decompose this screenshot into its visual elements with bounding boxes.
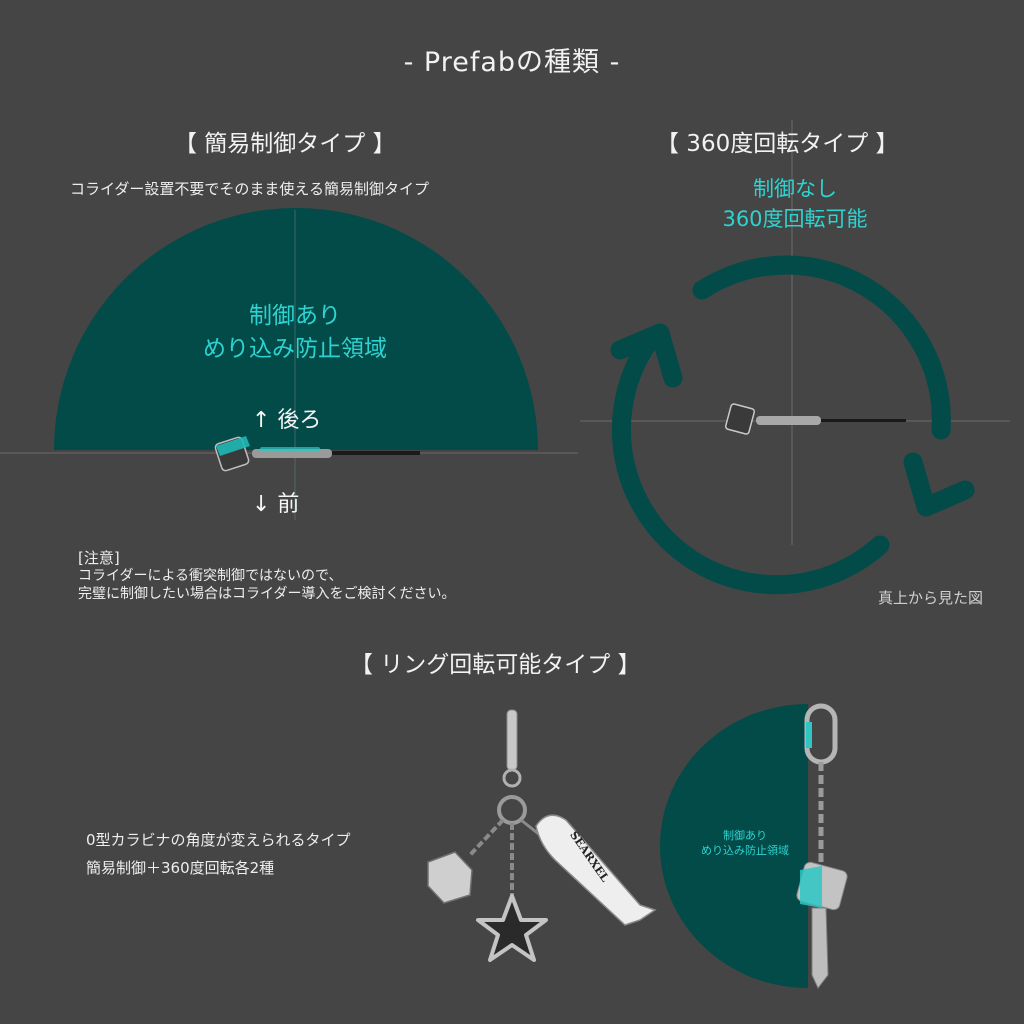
zone-label-line2: めり込み防止領域 xyxy=(203,336,387,362)
zone-label-ring: 制御あり めり込み防止領域 xyxy=(680,828,810,858)
front-direction-label: ↓ 前 xyxy=(252,492,300,517)
ring-zone-line2: めり込み防止領域 xyxy=(701,844,789,857)
description-simple-control: コライダー設置不要でそのまま使える簡易制御タイプ xyxy=(70,180,429,198)
page-title: - Prefabの種類 - xyxy=(403,47,621,78)
heading-ring-rotation: 【 リング回転可能タイプ 】 xyxy=(350,652,641,678)
item-topview-360 xyxy=(724,403,906,435)
zone-label-simple: 制御あり めり込み防止領域 xyxy=(145,300,445,366)
ring-desc-line1: 0型カラビナの角度が変えられるタイプ xyxy=(86,831,351,849)
caution-note: [注意] コライダーによる衝突制御ではないので、 完璧に制御したい場合はコライダ… xyxy=(78,549,455,603)
heading-360-rotation: 【 360度回転タイプ 】 xyxy=(656,131,899,157)
rotation-label-line2: 360度回転可能 xyxy=(722,207,868,231)
rotate-arrows-icon xyxy=(610,255,975,595)
caution-title: [注意] xyxy=(78,549,120,567)
zone-label-line1: 制御あり xyxy=(249,303,341,329)
rotation-label: 制御なし 360度回転可能 xyxy=(695,174,895,234)
item-charm-illustration xyxy=(427,709,657,962)
description-ring-rotation: 0型カラビナの角度が変えられるタイプ 簡易制御＋360度回転各2種 xyxy=(86,826,351,882)
item-topview-simple xyxy=(214,436,420,472)
control-zone-halfcircle xyxy=(660,704,808,988)
caution-line1: コライダーによる衝突制御ではないので、 xyxy=(78,568,343,584)
ring-desc-line2: 簡易制御＋360度回転各2種 xyxy=(86,859,275,877)
back-direction-label: ↑ 後ろ xyxy=(252,408,322,433)
heading-simple-control: 【 簡易制御タイプ 】 xyxy=(174,131,396,157)
top-view-caption: 真上から見た図 xyxy=(878,589,984,607)
ring-zone-line1: 制御あり xyxy=(723,829,767,842)
caution-line2: 完璧に制御したい場合はコライダー導入をご検討ください。 xyxy=(78,586,456,602)
rotation-label-line1: 制御なし xyxy=(753,177,837,201)
item-carabiner-side xyxy=(796,703,848,989)
